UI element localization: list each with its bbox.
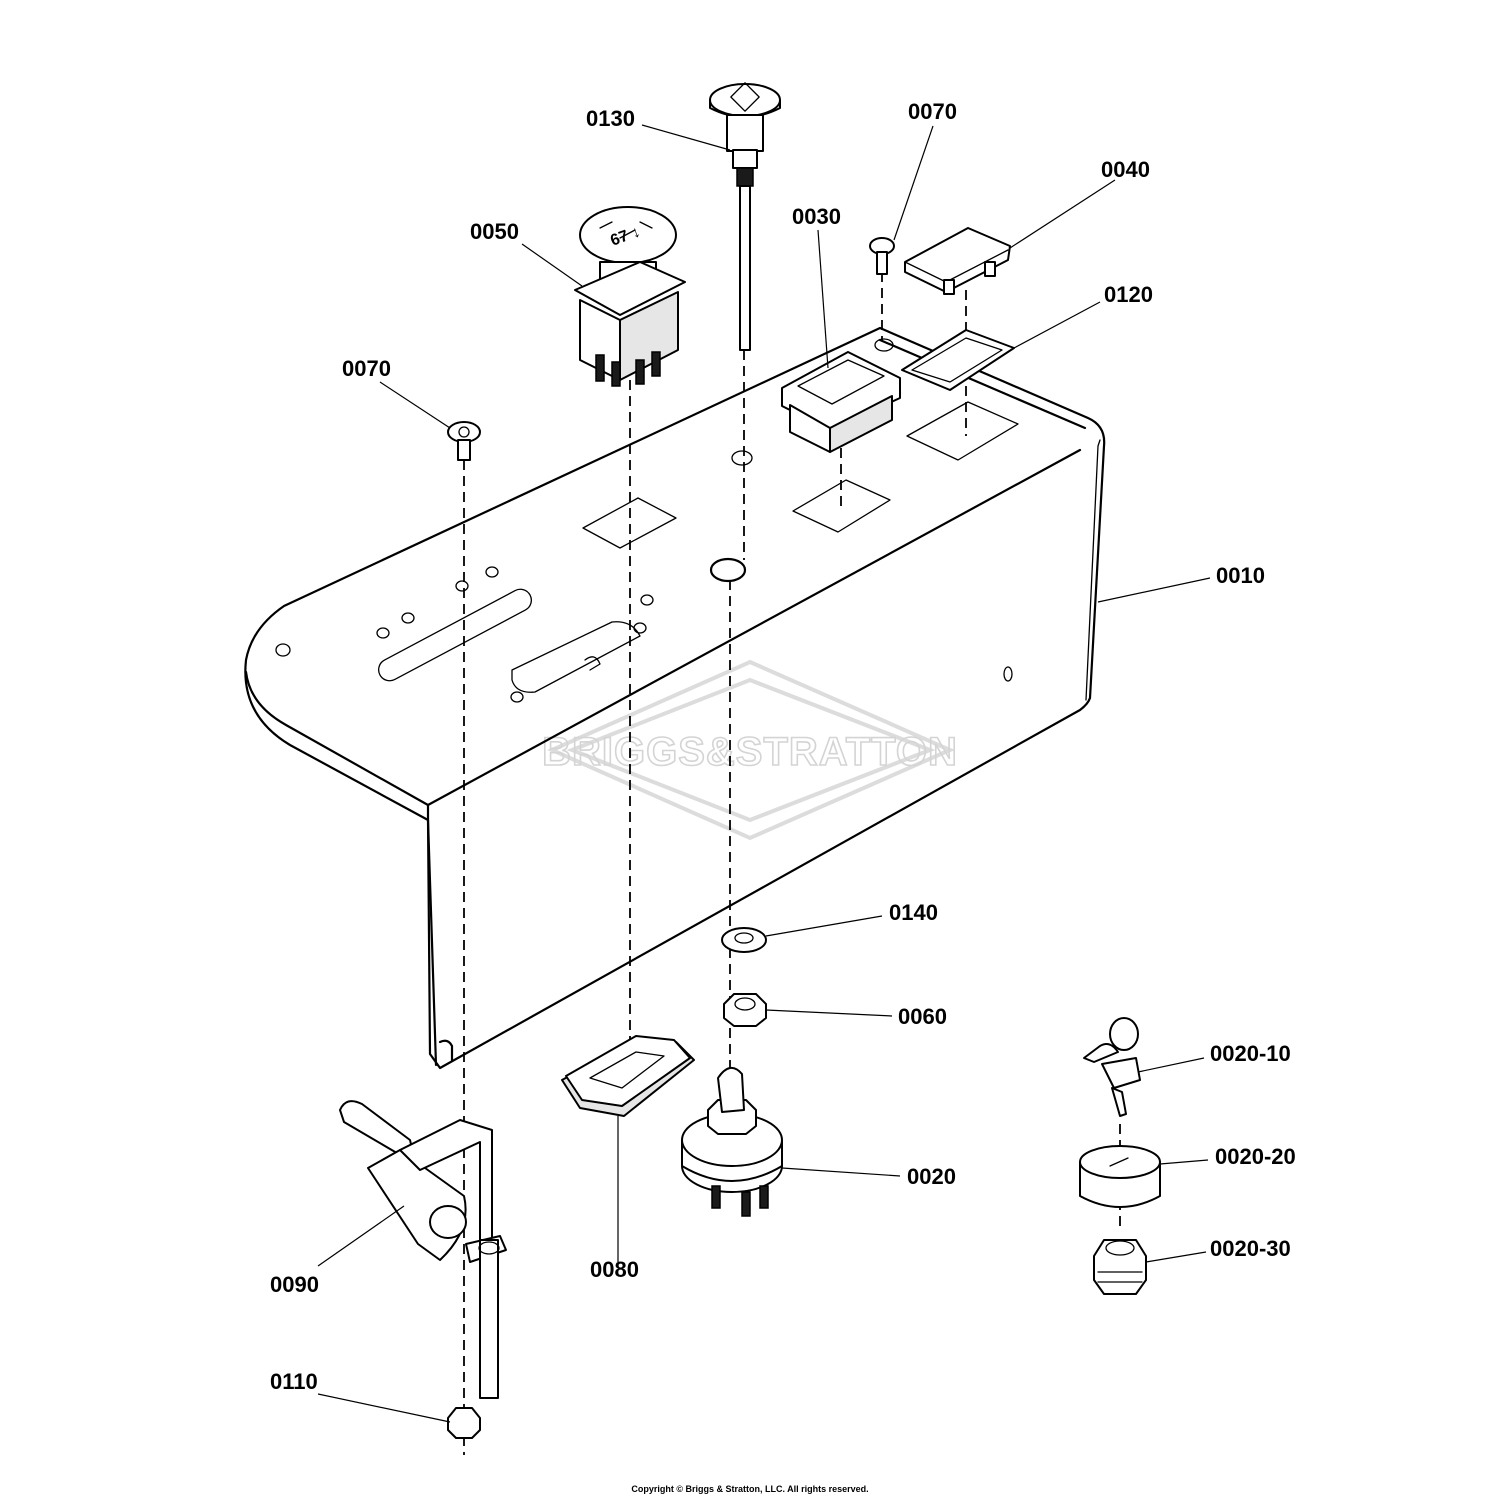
lever-bracket-0090 [339,1100,507,1399]
callout-0020: 0020 [907,1164,956,1189]
callout-0080: 0080 [590,1257,639,1282]
briggs-stratton-watermark: BRIGGS&STRATTON [541,659,958,841]
assembly-lines [463,256,1121,1455]
hour-meter-0030 [781,351,901,453]
callout-0020-30: 0020-30 [1210,1236,1291,1261]
callout-0040: 0040 [1101,157,1150,182]
callout-0140: 0140 [889,900,938,925]
callout-0070-left: 0070 [342,356,391,381]
gasket-0120 [901,329,1015,391]
callout-0130: 0130 [586,106,635,131]
leader-lines [317,124,1211,1423]
washer-0140 [721,927,767,953]
ignition-switch-0020 [681,1067,783,1217]
callout-0020-10: 0020-10 [1210,1041,1291,1066]
callout-0070-top: 0070 [908,99,957,124]
callout-0050: 0050 [470,219,519,244]
callout-labels: 0010 0130 0070 0040 0030 0050 0120 0070 … [270,99,1296,1394]
screw-0070-top [869,237,895,275]
callout-0010: 0010 [1216,563,1265,588]
pto-switch-0050: 67 ↓ [574,206,686,387]
callout-0090: 0090 [270,1272,319,1297]
copyright-notice: Copyright © Briggs & Stratton, LLC. All … [631,1484,869,1494]
bezel-0080 [561,1035,695,1117]
callout-0020-20: 0020-20 [1215,1144,1296,1169]
nut-0060 [723,993,767,1027]
callout-0060: 0060 [898,1004,947,1029]
nut-0110 [447,1407,481,1439]
screw-0070-left [447,421,481,461]
nut-0020-30 [1093,1239,1147,1295]
cover-plug-0040 [904,227,1011,295]
cap-0020-20 [1079,1145,1161,1208]
callout-0110: 0110 [270,1369,318,1394]
callout-0030: 0030 [792,204,841,229]
callout-0120: 0120 [1104,282,1153,307]
choke-cable-0130 [709,82,781,351]
watermark-text: BRIGGS&STRATTON [542,730,958,774]
keys-0020-10 [1083,1017,1141,1117]
control-panel-0010 [244,326,1106,1070]
